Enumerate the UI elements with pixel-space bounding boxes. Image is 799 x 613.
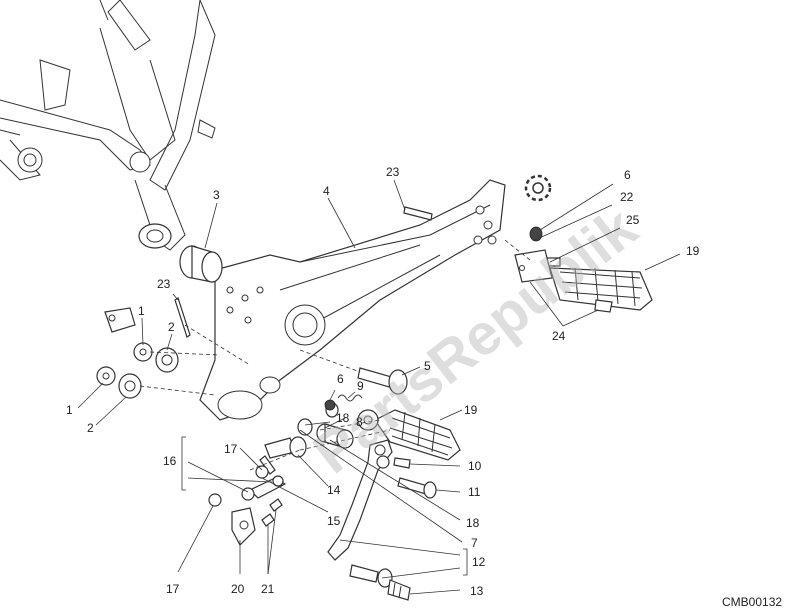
- leader-lines: [77, 179, 681, 595]
- spacer-part-3: [179, 245, 223, 283]
- foot-lever: [327, 439, 437, 601]
- callout-7: 7: [471, 536, 478, 550]
- callout-9: 9: [357, 379, 364, 393]
- callout-1: 1: [66, 403, 73, 417]
- callout-25: 25: [626, 213, 640, 227]
- callout-18: 18: [336, 411, 350, 425]
- callout-13: 13: [470, 584, 484, 598]
- callout-6: 6: [624, 168, 631, 182]
- frame-section: [0, 0, 216, 251]
- callout-16: 16: [163, 454, 177, 468]
- callout-17: 17: [224, 442, 238, 456]
- callout-18: 18: [466, 516, 480, 530]
- rear-footpeg-assembly: [403, 206, 653, 313]
- callout-19: 19: [686, 244, 700, 258]
- bolt-part-5: [299, 349, 408, 395]
- drawing-code: CMB00132: [722, 595, 782, 609]
- callout-11: 11: [468, 485, 481, 499]
- callout-4: 4: [323, 184, 330, 198]
- callout-12: 12: [472, 555, 486, 569]
- callout-14: 14: [327, 483, 341, 497]
- callout-19: 19: [464, 403, 478, 417]
- callout-8: 8: [356, 415, 363, 429]
- callout-1: 1: [138, 304, 145, 318]
- callout-5: 5: [424, 359, 431, 373]
- callout-21: 21: [261, 582, 275, 596]
- footpeg-bracket: [199, 179, 506, 421]
- callout-22: 22: [620, 190, 634, 204]
- callout-labels: 1 1 2 2 3 4 5 6 6 7 8 9 10 11 12 13 14 1…: [66, 165, 700, 598]
- left-washers: [96, 297, 221, 399]
- callout-24: 24: [552, 329, 566, 343]
- callout-23: 23: [157, 277, 171, 291]
- callout-20: 20: [231, 582, 245, 596]
- callout-3: 3: [213, 188, 220, 202]
- callout-2: 2: [168, 320, 175, 334]
- callout-6: 6: [337, 372, 344, 386]
- callout-23: 23: [386, 165, 400, 179]
- callout-15: 15: [327, 514, 341, 528]
- callout-2: 2: [87, 421, 94, 435]
- callout-17: 17: [166, 582, 180, 596]
- callout-10: 10: [468, 459, 482, 473]
- gear-icon: [524, 174, 552, 202]
